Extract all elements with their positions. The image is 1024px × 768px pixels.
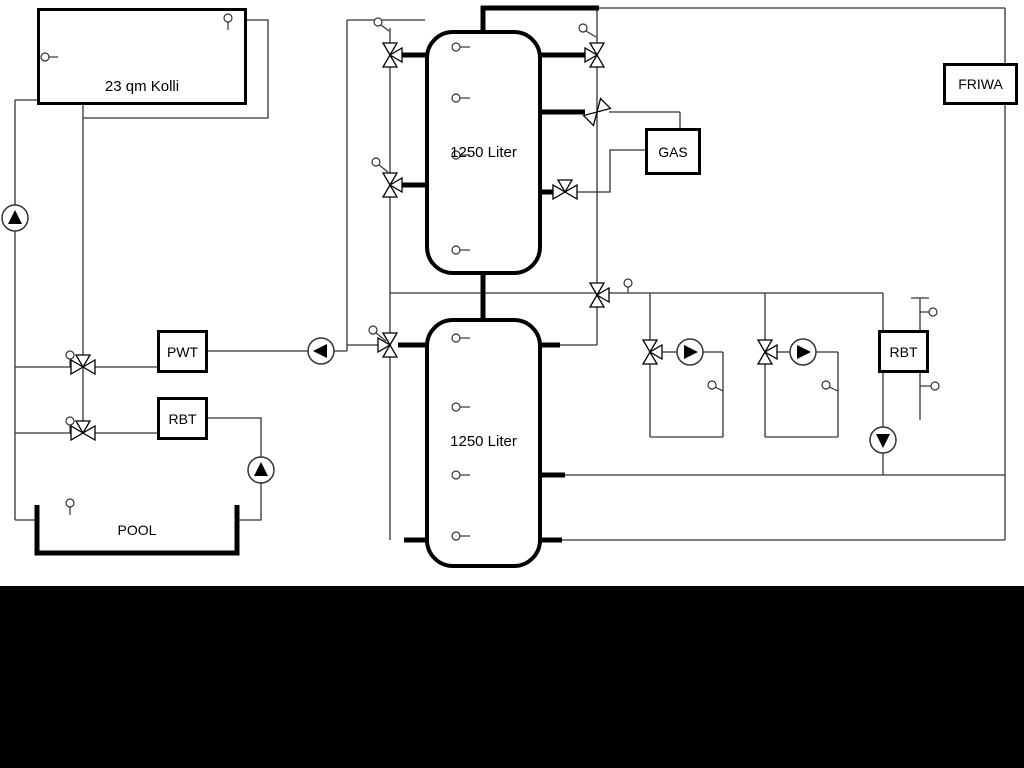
gas-boiler-box xyxy=(645,128,701,175)
pump-charge-icon xyxy=(307,337,335,365)
sensor-icon xyxy=(40,52,58,62)
three-way-valve-gas-return-icon xyxy=(552,179,578,201)
solar-collector-box xyxy=(37,8,247,105)
sensor-icon xyxy=(451,245,470,255)
pump-rbt-icon xyxy=(869,426,897,454)
pump-hk2-icon xyxy=(789,338,817,366)
three-way-valve-distribution-icon xyxy=(588,282,610,308)
pipe-network-thick xyxy=(398,5,599,543)
sensor-icon xyxy=(451,150,470,160)
three-way-valve-tank2-charge-icon xyxy=(377,332,399,358)
sensor-icon xyxy=(65,498,75,515)
rbt-left-box xyxy=(157,397,208,440)
sensor-icon xyxy=(368,325,387,342)
three-way-valve-hk1-icon xyxy=(641,339,663,365)
sensor-icon xyxy=(451,42,470,52)
sensor-icon xyxy=(920,307,938,317)
sensor-icon xyxy=(65,350,75,367)
sensor-icon xyxy=(223,13,233,30)
sensor-group xyxy=(40,13,940,541)
hydraulic-scheme: 23 qm Kolli 1250 Liter 1250 Liter GAS FR… xyxy=(0,0,1024,586)
sensor-icon xyxy=(578,23,597,38)
three-way-valve-tank1-mid-icon xyxy=(381,172,403,198)
sensor-icon xyxy=(821,380,839,392)
sensor-icon xyxy=(707,380,724,392)
three-way-valve-pwt-icon xyxy=(70,354,96,376)
pwt-heat-exchanger-box xyxy=(157,330,208,373)
sensor-icon xyxy=(920,381,940,391)
valve-dhw-top-icon xyxy=(584,42,606,68)
buffer-tank-top xyxy=(425,30,542,275)
sensor-icon xyxy=(371,157,389,173)
sensor-icon xyxy=(451,531,470,541)
buffer-tank-bottom xyxy=(425,318,542,568)
three-way-valve-boiler-icon xyxy=(582,97,612,127)
pool-shape xyxy=(34,505,240,556)
friwa-box xyxy=(943,63,1018,105)
sensor-icon xyxy=(451,333,470,343)
three-way-valve-hk2-icon xyxy=(756,339,778,365)
pump-hk1-icon xyxy=(676,338,704,366)
sensor-icon xyxy=(65,416,75,433)
pipe-network xyxy=(14,7,1006,541)
sensor-icon xyxy=(451,470,470,480)
sensor-icon xyxy=(623,278,633,293)
pump-pool-icon xyxy=(247,456,275,484)
sensor-icon xyxy=(451,93,470,103)
scheme-canvas xyxy=(1,5,1018,568)
three-way-valve-rbt-icon xyxy=(70,420,96,442)
sensor-icon xyxy=(451,402,470,412)
sensor-icon xyxy=(373,17,390,32)
letterbox-bottom xyxy=(0,586,1024,768)
three-way-valve-tank1-top-icon xyxy=(381,42,403,68)
pump-solar-icon xyxy=(1,204,29,232)
rbt-right-box xyxy=(878,330,929,373)
